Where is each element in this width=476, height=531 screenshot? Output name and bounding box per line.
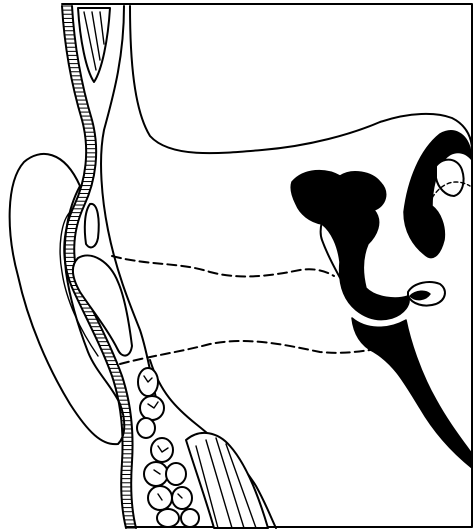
gland-cell — [140, 396, 164, 420]
inner-ear-canal — [352, 318, 472, 468]
gland-cell — [166, 463, 186, 485]
ear-canal-upper — [112, 256, 334, 276]
upper-cartilage — [78, 8, 110, 82]
gland-cell — [144, 462, 168, 486]
vestibule-window — [436, 160, 464, 196]
gland-cell — [151, 438, 173, 462]
ear-canal-lower — [120, 341, 370, 364]
cavity-outline — [130, 6, 472, 153]
cochlea-shape — [404, 131, 472, 258]
gland-cell — [181, 509, 199, 527]
cartilage-small — [85, 204, 99, 248]
gland-cell — [137, 418, 155, 438]
gland-cell — [157, 509, 179, 527]
